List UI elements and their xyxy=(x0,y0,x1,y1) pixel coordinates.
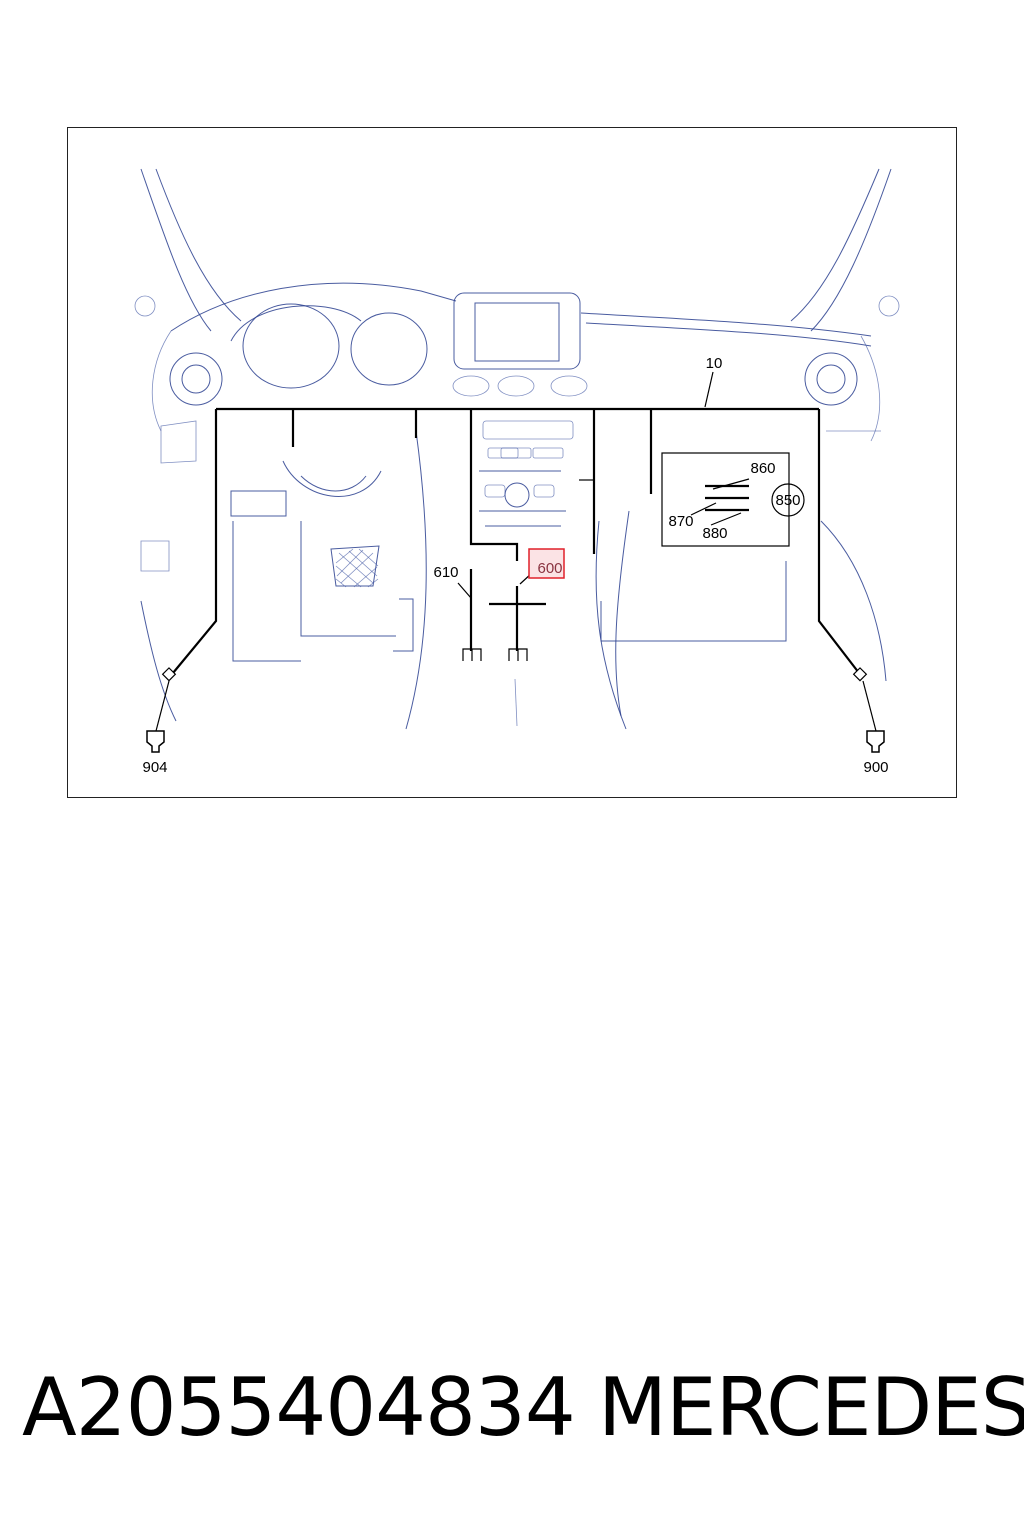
callout-880: 880 xyxy=(702,525,727,542)
dashboard-sketch xyxy=(134,168,900,730)
wiring-harness xyxy=(146,371,885,753)
part-850-circle xyxy=(771,483,805,517)
callout-900: 900 xyxy=(863,759,888,776)
callout-860: 860 xyxy=(750,460,775,477)
brand-name: MERCEDES xyxy=(598,1361,1024,1454)
callout-10: 10 xyxy=(706,355,723,372)
part-number: A2055404834 xyxy=(22,1361,576,1454)
callout-600[interactable]: 600 xyxy=(537,560,562,577)
callout-850: 850 xyxy=(775,492,800,509)
ground-904-icon xyxy=(146,730,165,753)
ground-900-icon xyxy=(866,730,885,753)
wiring-diagram: 10 610 600 860 870 880 850 904 900 xyxy=(134,168,900,776)
highlight-600-box xyxy=(528,548,565,579)
diagram-frame: 10 610 600 860 870 880 850 904 900 xyxy=(67,127,957,798)
callout-870: 870 xyxy=(668,513,693,530)
callout-904: 904 xyxy=(142,759,167,776)
callout-610: 610 xyxy=(433,564,458,581)
